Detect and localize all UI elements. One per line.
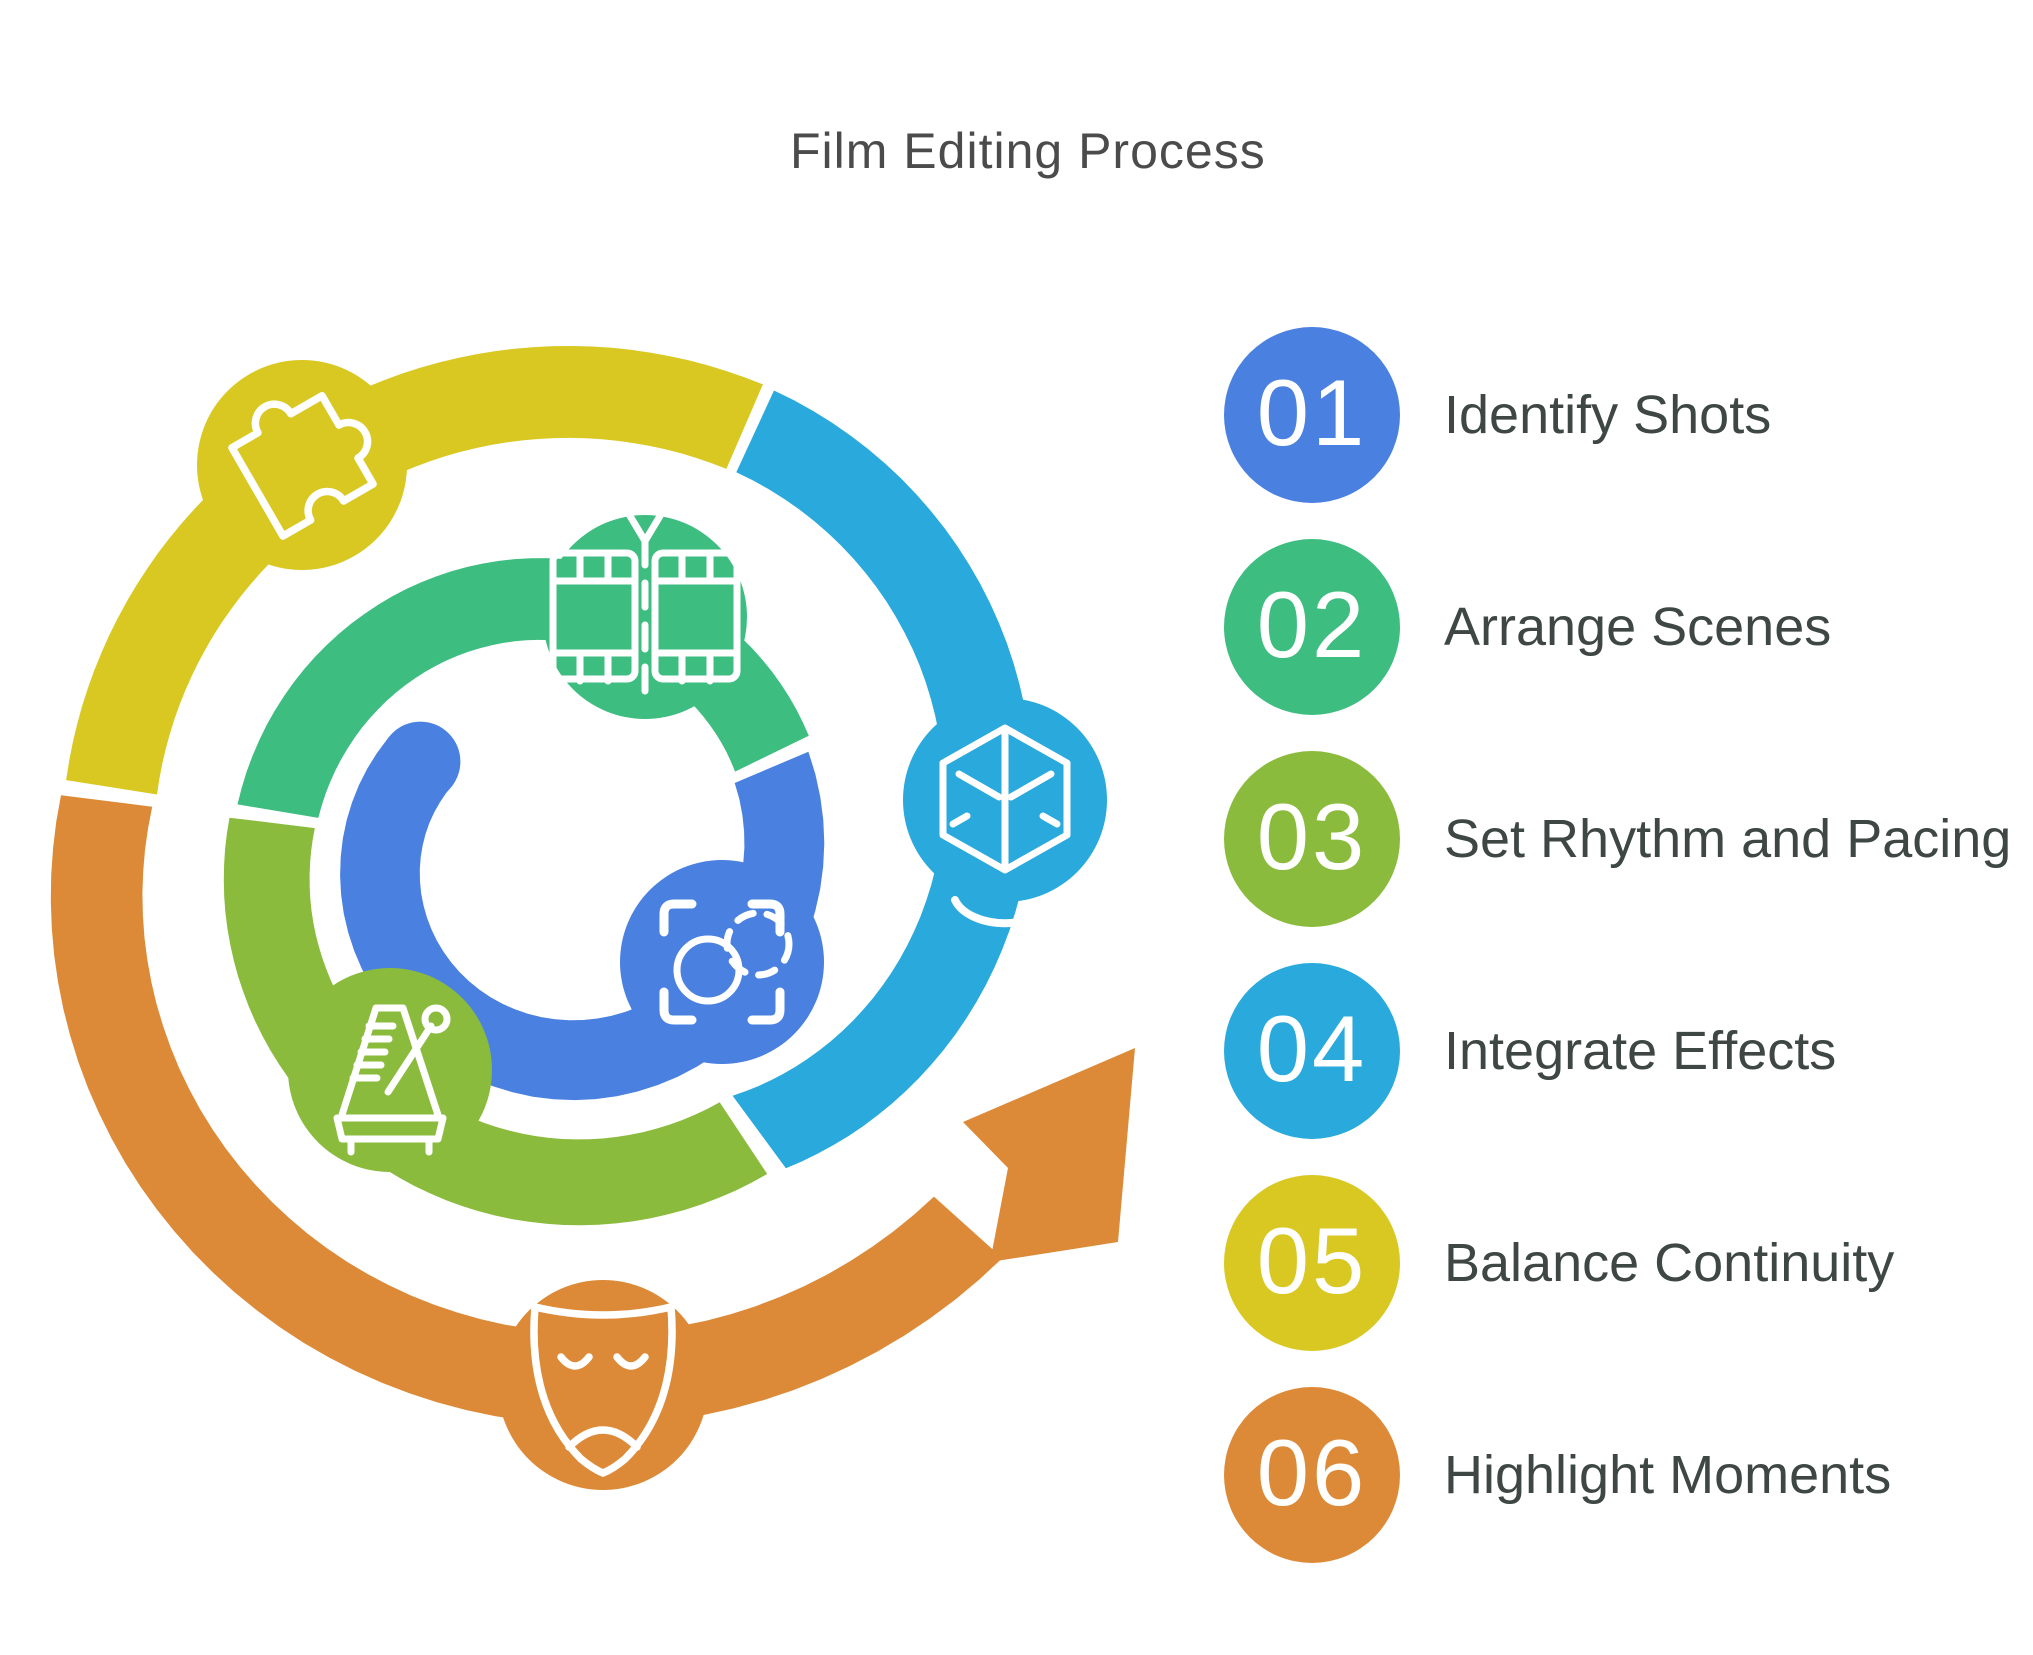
step-1-number: 01: [1256, 360, 1368, 465]
step-3-label: Set Rhythm and Pacing: [1444, 809, 2012, 869]
step-3-badge: 03: [1224, 751, 1400, 927]
focus-frame-icon-node: [620, 860, 824, 1064]
film-cut-icon-circle: [543, 515, 747, 719]
step-2-badge: 02: [1224, 539, 1400, 715]
spiral-segment-orange: [50, 795, 1003, 1426]
theater-mask-icon-node: [498, 1280, 708, 1490]
spiral-arcs: [50, 346, 1033, 1426]
arrow-head: [963, 1048, 1135, 1262]
film-cut-icon: [549, 507, 741, 705]
cube-3d-icon-node: [903, 698, 1107, 928]
step-row-6: 06 Highlight Moments: [1224, 1387, 1891, 1563]
step-5-number: 05: [1256, 1208, 1368, 1313]
puzzle-icon-node: [197, 360, 407, 570]
step-3-number: 03: [1256, 784, 1368, 889]
step-4-badge: 04: [1224, 963, 1400, 1139]
spiral-start-cap: [380, 721, 461, 802]
spiral-segment-yellow: [66, 346, 763, 795]
step-1-badge: 01: [1224, 327, 1400, 503]
step-row-4: 04 Integrate Effects: [1224, 963, 1836, 1139]
puzzle-icon: [228, 391, 377, 540]
metronome-icon-node: [288, 968, 492, 1172]
step-5-badge: 05: [1224, 1175, 1400, 1351]
step-6-label: Highlight Moments: [1444, 1445, 1892, 1505]
step-row-5: 05 Balance Continuity: [1224, 1175, 1894, 1351]
theater-mask-icon: [530, 1303, 676, 1477]
step-row-2: 02 Arrange Scenes: [1224, 539, 1831, 715]
step-4-label: Integrate Effects: [1444, 1021, 1837, 1081]
spiral-segment-cyan: [732, 390, 1033, 1169]
step-4-number: 04: [1256, 996, 1368, 1101]
page-title: Film Editing Process: [790, 123, 1266, 179]
step-6-badge: 06: [1224, 1387, 1400, 1563]
step-2-label: Arrange Scenes: [1444, 597, 1832, 657]
cube-3d-icon: [939, 724, 1071, 928]
step-5-label: Balance Continuity: [1444, 1233, 1895, 1293]
step-2-number: 02: [1256, 572, 1368, 677]
focus-frame-icon: [659, 899, 793, 1025]
step-6-number: 06: [1256, 1420, 1368, 1525]
metronome-icon: [333, 1004, 451, 1156]
step-1-label: Identify Shots: [1444, 385, 1772, 445]
step-row-3: 03 Set Rhythm and Pacing: [1224, 751, 2011, 927]
theater-mask-icon-circle: [498, 1280, 708, 1490]
step-row-1: 01 Identify Shots: [1224, 327, 1771, 503]
focus-frame-icon-circle: [620, 860, 824, 1064]
puzzle-icon-circle: [197, 360, 407, 570]
film-cut-icon-node: [543, 507, 747, 719]
